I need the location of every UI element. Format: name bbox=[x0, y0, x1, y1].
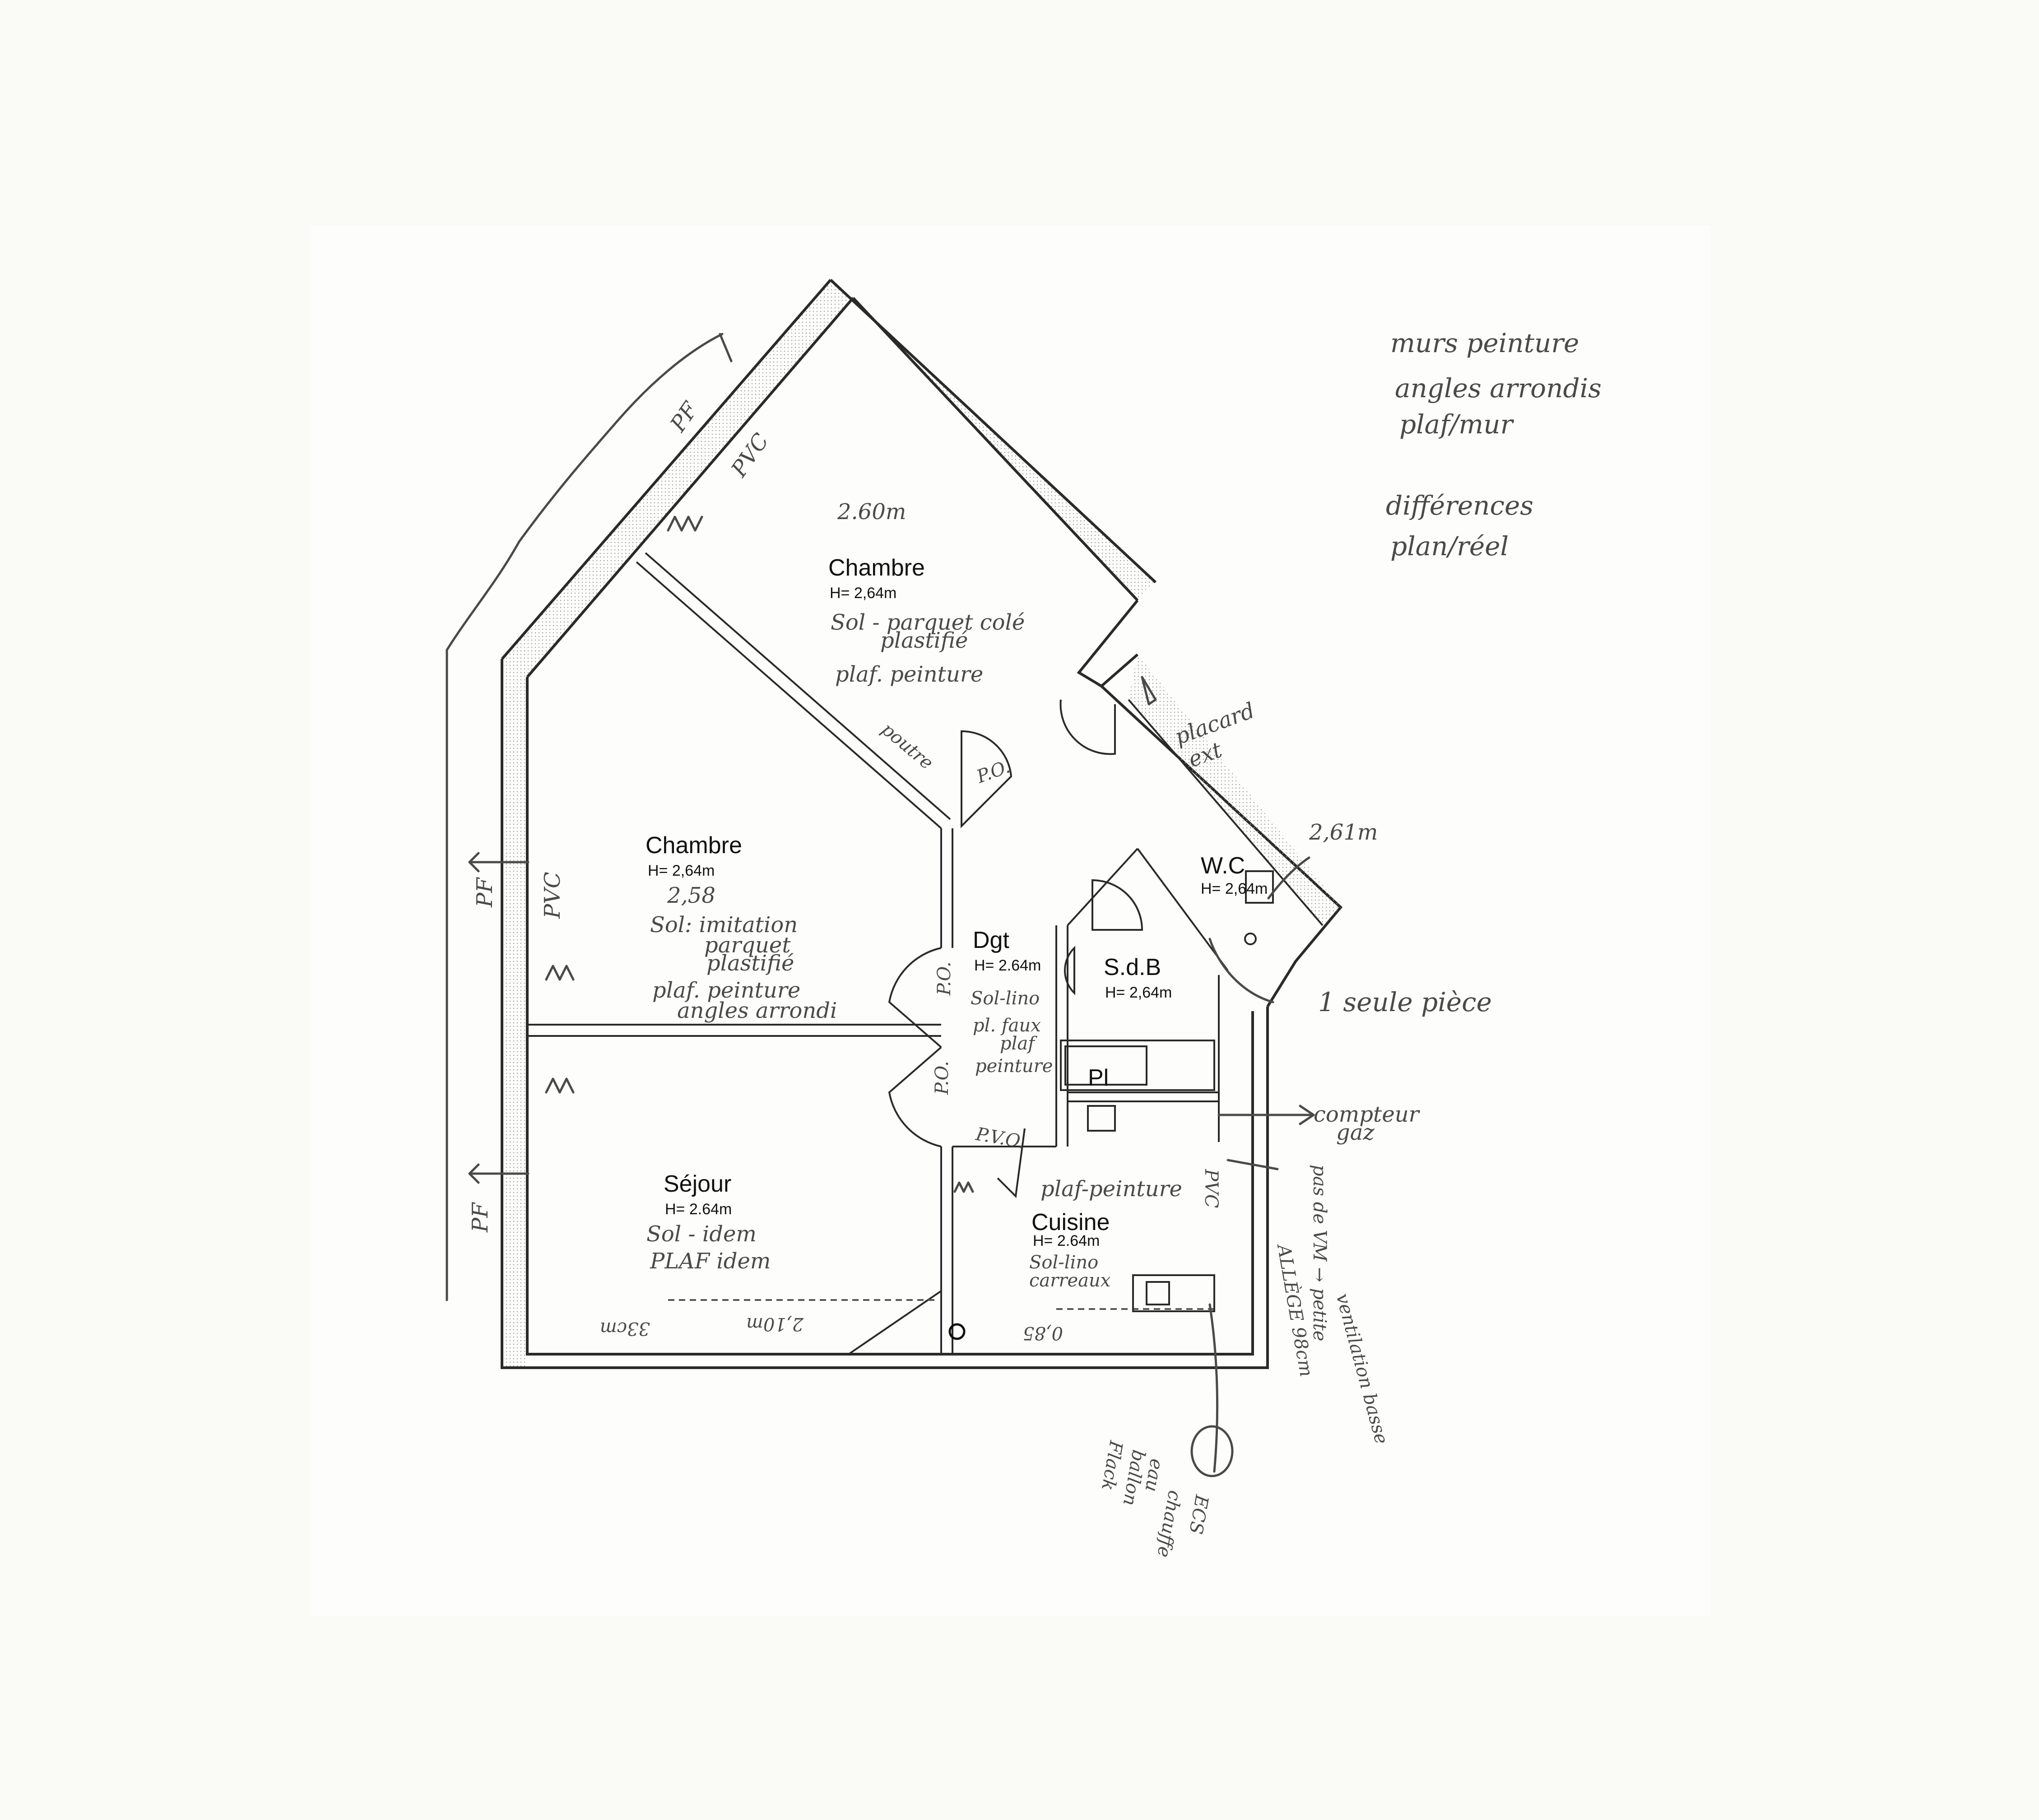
dgt-note-1: Sol-lino bbox=[971, 988, 1040, 1009]
note-line-1: murs peinture bbox=[1390, 328, 1579, 358]
margin-notes: murs peinture angles arrondis plaf/mur d… bbox=[1386, 328, 1602, 562]
chambre-1-note-3: plaf. peinture bbox=[835, 662, 983, 687]
sdb-height: H= 2,64m bbox=[1105, 984, 1172, 1001]
dgt-height: H= 2.64m bbox=[974, 957, 1041, 974]
chambre-2-note-3: plastifié bbox=[706, 951, 794, 976]
chambre-1-measured-height: 2.60m bbox=[837, 499, 906, 525]
dim-label-3: 0,85 bbox=[1023, 1323, 1063, 1343]
fixtures bbox=[545, 515, 1274, 1340]
poutre-label: poutre bbox=[878, 719, 937, 774]
interior-walls bbox=[527, 552, 1229, 1355]
compteur-label-2: gaz bbox=[1336, 1120, 1375, 1145]
cuisine-note-3: carreaux bbox=[1029, 1270, 1110, 1291]
chambre-2-height: H= 2,64m bbox=[648, 862, 715, 879]
vmc-label: pas de VM → petite bbox=[1309, 1165, 1330, 1341]
wc-name: W.C bbox=[1201, 853, 1245, 879]
pf-label-mid: PF bbox=[472, 877, 497, 908]
annotations: PF PVC PF PVC PF poutre P.O. P.O. P.O. P… bbox=[468, 397, 1492, 1559]
chambre-1-note-1: Sol - parquet colé bbox=[831, 610, 1025, 635]
chambre-2-note-2: parquet bbox=[704, 933, 791, 958]
pvc-label-mid: PVC bbox=[540, 872, 565, 919]
sejour-note-1: Sol - idem bbox=[646, 1221, 757, 1247]
pf-label-top: PF bbox=[665, 397, 703, 437]
dgt-note-3: plaf bbox=[1000, 1033, 1037, 1054]
wc-height: H= 2,64m bbox=[1201, 880, 1268, 897]
sejour-note-2: PLAF idem bbox=[650, 1249, 771, 1274]
doors bbox=[888, 699, 1143, 1198]
chambre-1-note-2: plastifié bbox=[880, 628, 968, 653]
note-line-4: différences bbox=[1386, 490, 1533, 521]
cuisine-note-1: plaf-peinture bbox=[1040, 1176, 1182, 1202]
cuisine-name: Cuisine bbox=[1031, 1209, 1110, 1235]
ecs-label-2: chauffe bbox=[1153, 1489, 1185, 1559]
sdb-name: S.d.B bbox=[1104, 954, 1161, 980]
chambre-2-note-1: Sol: imitation bbox=[650, 912, 798, 938]
vmc-label-2: ventilation basse bbox=[1332, 1291, 1392, 1446]
chambre-1-height: H= 2,64m bbox=[830, 585, 896, 602]
outer-walls bbox=[501, 279, 1343, 1369]
po-label-left-1: P.O. bbox=[934, 961, 955, 996]
dim-label-2: 33cm bbox=[600, 1318, 650, 1339]
chambre-2-name: Chambre bbox=[646, 832, 742, 859]
chambre-1-name: Chambre bbox=[828, 555, 925, 581]
seule-piece-label: 1 seule pièce bbox=[1318, 987, 1492, 1017]
chambre-2-note-4: plaf. peinture bbox=[652, 978, 800, 1003]
dgt-note-2: pl. faux bbox=[973, 1015, 1041, 1036]
cuisine-note-2: Sol-lino bbox=[1029, 1252, 1098, 1273]
chambre-2-measured-height: 2,58 bbox=[667, 883, 715, 908]
pencil-lines bbox=[446, 333, 1315, 1477]
pvc-label-kitchen: PVC bbox=[1201, 1169, 1222, 1208]
sejour-height: H= 2.64m bbox=[665, 1201, 732, 1218]
po-label-top: P.O. bbox=[974, 757, 1013, 788]
note-line-2: angles arrondis bbox=[1395, 373, 1602, 404]
ecs-label-5: Flack bbox=[1097, 1439, 1127, 1492]
wc-measured-height: 2,61m bbox=[1309, 820, 1378, 845]
pvo-label: P.V.O. bbox=[974, 1124, 1026, 1152]
po-label-left-2: P.O. bbox=[932, 1061, 952, 1095]
dgt-name: Dgt bbox=[973, 927, 1009, 953]
dgt-note-4: peinture bbox=[975, 1056, 1053, 1077]
cuisine-height: H= 2.64m bbox=[1033, 1232, 1100, 1249]
sejour-name: Séjour bbox=[664, 1171, 731, 1197]
note-line-3: plaf/mur bbox=[1399, 409, 1514, 440]
note-line-5: plan/réel bbox=[1390, 531, 1509, 562]
compteur-label: compteur bbox=[1314, 1102, 1421, 1127]
dim-label-1: 2,10m bbox=[746, 1314, 804, 1334]
ecs-label: ECS bbox=[1185, 1493, 1212, 1536]
pf-label-bottom: PF bbox=[468, 1202, 493, 1233]
placard-pl-name: Pl bbox=[1088, 1065, 1109, 1091]
room-labels: Chambre H= 2,64m 2.60m Sol - parquet col… bbox=[646, 499, 1378, 1291]
chambre-2-note-5: angles arrondi bbox=[677, 998, 837, 1023]
